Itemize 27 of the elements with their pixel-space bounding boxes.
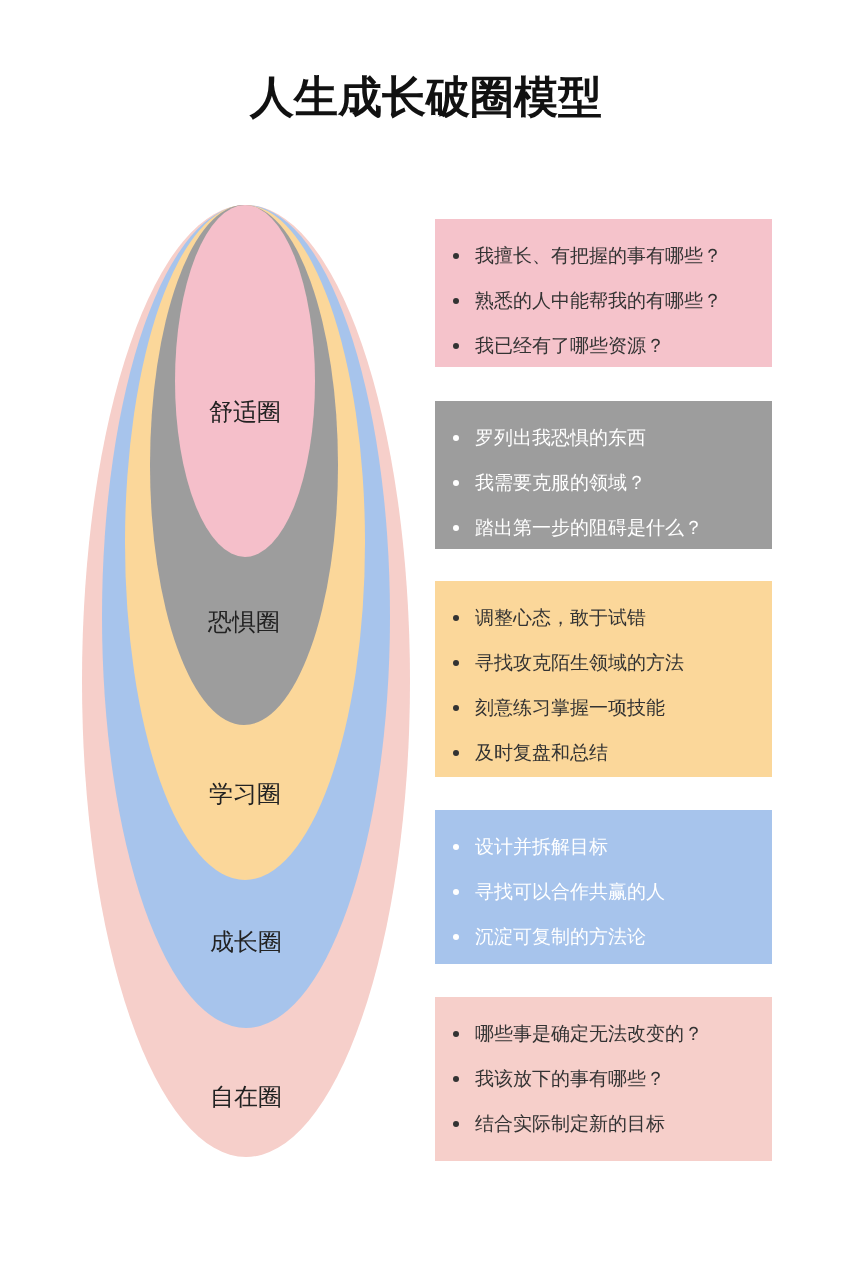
bullet-text: 寻找可以合作共赢的人 (475, 878, 665, 904)
bullet-text: 及时复盘和总结 (475, 739, 608, 765)
zone-label: 成长圈 (210, 927, 282, 958)
info-card (435, 219, 772, 367)
info-card (435, 581, 772, 777)
bullet-text: 我已经有了哪些资源？ (475, 332, 665, 358)
info-card (435, 997, 772, 1161)
bullet-text: 沉淀可复制的方法论 (475, 923, 646, 949)
zone-label: 自在圈 (210, 1082, 282, 1113)
title: 人生成长破圈模型 (248, 70, 603, 124)
bullet-text: 设计并拆解目标 (475, 833, 608, 859)
zone-label: 学习圈 (209, 779, 281, 810)
bullet-text: 罗列出我恐惧的东西 (475, 424, 646, 450)
info-card (435, 810, 772, 964)
bullet-text: 结合实际制定新的目标 (475, 1110, 665, 1136)
bullet-text: 哪些事是确定无法改变的？ (475, 1020, 703, 1046)
bullet-text: 我该放下的事有哪些？ (475, 1065, 665, 1091)
info-card (435, 401, 772, 549)
zone-label: 恐惧圈 (208, 607, 280, 638)
bullet-text: 调整心态，敢于试错 (475, 604, 646, 630)
bullet-text: 我需要克服的领域？ (475, 469, 646, 495)
bullet-text: 熟悉的人中能帮我的有哪些？ (475, 287, 722, 313)
bullet-text: 寻找攻克陌生领域的方法 (475, 649, 684, 675)
zone-label: 舒适圈 (209, 397, 281, 428)
bullet-text: 刻意练习掌握一项技能 (475, 694, 665, 720)
bullet-text: 踏出第一步的阻碍是什么？ (475, 514, 703, 540)
bullet-text: 我擅长、有把握的事有哪些？ (475, 242, 722, 268)
